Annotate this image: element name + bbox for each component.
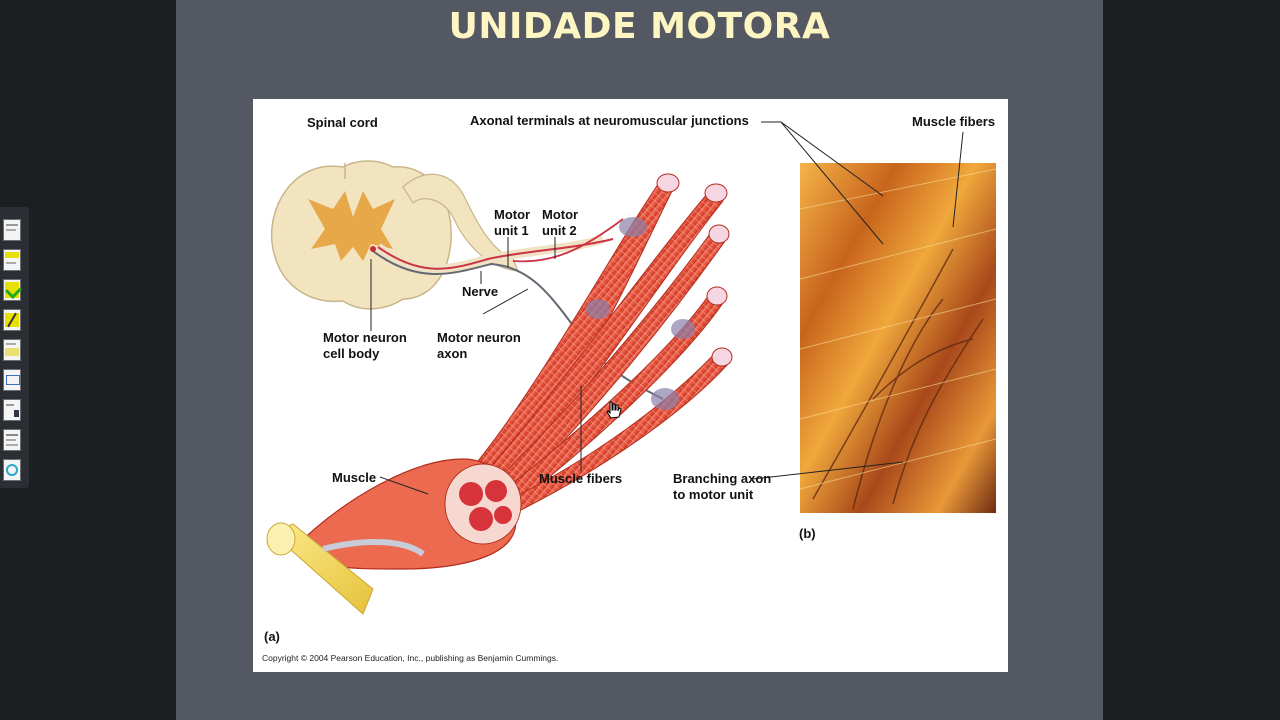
muscle-fibers-drawing (462, 173, 733, 514)
label-muscle-fibers-bottom: Muscle fibers (539, 471, 622, 486)
copyright-notice: Copyright © 2004 Pearson Education, Inc.… (262, 653, 558, 663)
label-muscle: Muscle (332, 470, 376, 485)
micrograph-photo (800, 163, 996, 513)
slide-thumbnail-3[interactable] (3, 279, 22, 301)
label-muscle-fibers-top: Muscle fibers (912, 114, 995, 129)
slide-thumbnail-5[interactable] (3, 339, 21, 361)
muscle-drawing (266, 458, 522, 615)
label-branching-axon-line2: to motor unit (673, 487, 754, 502)
leader-lines (370, 121, 964, 495)
slide-thumbnail-6[interactable] (3, 369, 21, 391)
slide-thumbnail-7[interactable] (3, 399, 21, 421)
label-motor-unit-2-line2: unit 2 (542, 223, 577, 238)
label-panel-a: (a) (264, 629, 280, 644)
motor-unit-figure: Spinal cord Axonal terminals at neuromus… (253, 99, 1008, 672)
spinal-cord-drawing (271, 160, 519, 310)
slide-thumbnail-9[interactable] (3, 459, 21, 481)
micrograph-fibers (799, 168, 997, 490)
hand-cursor-icon (606, 401, 622, 419)
label-nerve: Nerve (462, 284, 498, 299)
label-panel-b: (b) (799, 526, 816, 541)
label-motor-unit-1-line2: unit 1 (494, 223, 529, 238)
slide-thumbnail-8[interactable] (3, 429, 21, 451)
motor-unit-illustration: Spinal cord Axonal terminals at neuromus… (262, 113, 997, 663)
label-axonal-terminals: Axonal terminals at neuromuscular juncti… (470, 113, 749, 128)
label-motor-neuron-cell-body-line1: Motor neuron (323, 330, 407, 345)
slide-thumbnail-strip (0, 207, 29, 488)
label-branching-axon-line1: Branching axon (673, 471, 771, 486)
label-spinal-cord: Spinal cord (307, 115, 378, 130)
slide-thumbnail-4[interactable] (3, 309, 21, 331)
label-motor-neuron-axon-line1: Motor neuron (437, 330, 521, 345)
slide-thumbnail-1[interactable] (3, 219, 21, 241)
label-motor-neuron-cell-body-line2: cell body (323, 346, 380, 361)
micrograph-axons (812, 248, 984, 510)
label-motor-unit-1-line1: Motor (494, 207, 530, 222)
label-motor-unit-2-line1: Motor (542, 207, 578, 222)
label-motor-neuron-axon-line2: axon (437, 346, 467, 361)
slide-title: UNIDADE MOTORA (448, 6, 831, 47)
slide-thumbnail-2[interactable] (3, 249, 21, 271)
